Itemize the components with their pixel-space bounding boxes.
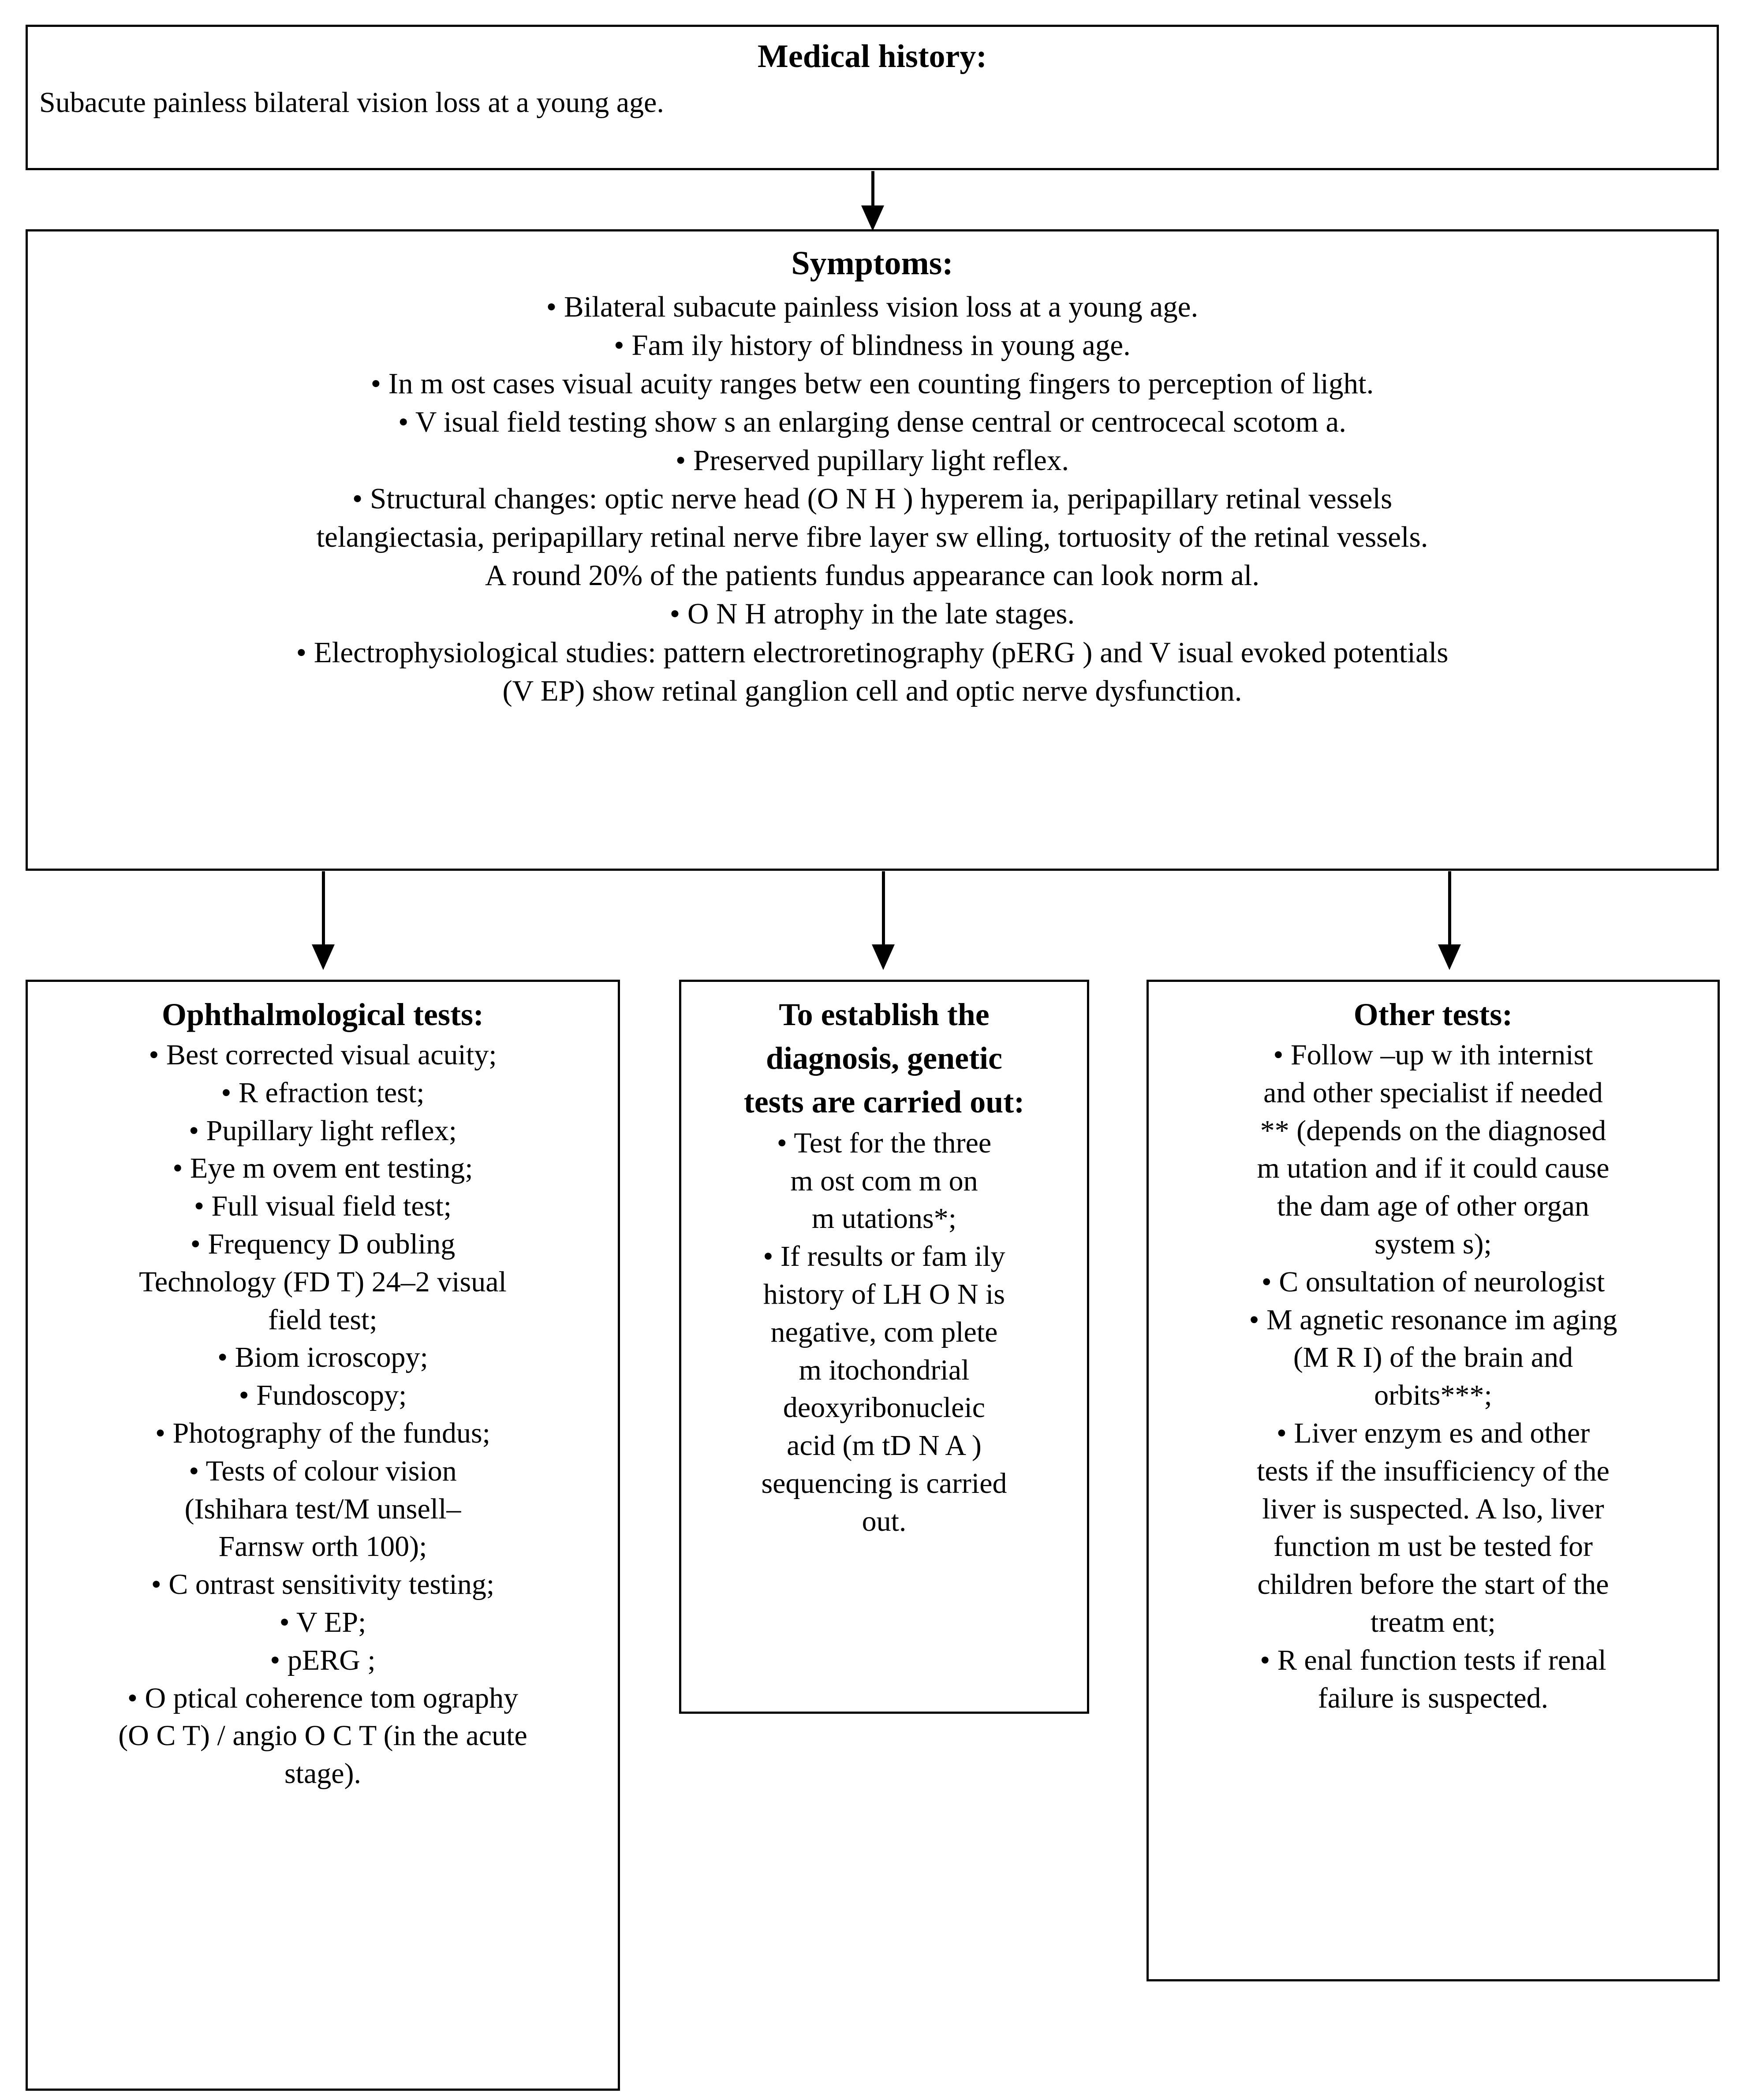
arrow-symptoms-to-genetic-shaft <box>882 871 885 947</box>
ophthalmological-tests-line-9: • Fundoscopy; <box>239 1379 407 1412</box>
other-tests-line-14: children before the start of the <box>1257 1568 1609 1601</box>
symptoms-line-7: A round 20% of the patients fundus appea… <box>485 559 1260 592</box>
ophthalmological-tests-line-13: Farnsw orth 100); <box>218 1530 427 1563</box>
symptoms-heading: Symptoms: <box>791 245 953 282</box>
ophthalmological-tests-line-18: (O C T) / angio O C T (in the acute <box>118 1720 527 1752</box>
arrow-history-to-symptoms-head <box>861 205 884 231</box>
other-tests-line-11: tests if the insufficiency of the <box>1257 1455 1610 1487</box>
genetic-tests-line-0: • Test for the three <box>777 1126 992 1159</box>
other-tests-line-1: and other specialist if needed <box>1263 1076 1603 1109</box>
ophthalmological-tests-line-6: Technology (FD T) 24–2 visual <box>139 1265 507 1298</box>
genetic-tests-line-10: out. <box>862 1505 907 1537</box>
arrow-symptoms-to-other-shaft <box>1448 871 1451 947</box>
medical-history-line-0: Subacute painless bilateral vision loss … <box>39 86 664 119</box>
ophthalmological-tests-line-16: • pERG ; <box>270 1644 376 1676</box>
arrow-symptoms-to-ophthalmological-head <box>312 944 335 970</box>
arrow-symptoms-to-other-head <box>1438 944 1461 970</box>
genetic-tests-line-4: history of LH O N is <box>763 1278 1005 1311</box>
symptoms-line-9: • Electrophysiological studies: pattern … <box>296 636 1449 669</box>
other-tests-line-0: • Follow –up w ith internist <box>1273 1038 1593 1071</box>
other-tests-line-2: ** (depends on the diagnosed <box>1260 1114 1606 1147</box>
ophthalmological-tests-line-17: • O ptical coherence tom ography <box>127 1682 519 1714</box>
symptoms-line-5: • Structural changes: optic nerve head (… <box>352 482 1393 515</box>
genetic-tests-box: To establish the diagnosis, genetic test… <box>679 980 1089 1714</box>
ophthalmological-tests-line-1: • R efraction test; <box>221 1076 425 1109</box>
symptoms-line-3: • V isual field testing show s an enlarg… <box>398 405 1347 438</box>
other-tests-line-9: orbits***; <box>1374 1379 1492 1412</box>
other-tests-line-15: treatm ent; <box>1370 1606 1496 1638</box>
genetic-tests-line-5: negative, com plete <box>770 1316 998 1348</box>
symptoms-line-0: • Bilateral subacute painless vision los… <box>546 290 1199 323</box>
other-tests-box: Other tests: • Follow –up w ith internis… <box>1146 980 1720 1981</box>
arrow-history-to-symptoms-shaft <box>871 171 874 208</box>
symptoms-line-2: • In m ost cases visual acuity ranges be… <box>370 367 1374 400</box>
other-tests-line-13: function m ust be tested for <box>1273 1530 1593 1563</box>
arrow-symptoms-to-ophthalmological-shaft <box>322 871 325 947</box>
genetic-tests-line-8: acid (m tD N A ) <box>787 1429 982 1462</box>
other-tests-line-4: the dam age of other organ <box>1277 1190 1590 1223</box>
genetic-tests-line-7: deoxyribonucleic <box>783 1391 986 1424</box>
genetic-tests-heading-line-1: diagnosis, genetic <box>766 1040 1003 1076</box>
genetic-tests-line-6: m itochondrial <box>799 1354 970 1386</box>
ophthalmological-tests-line-7: field test; <box>268 1303 377 1336</box>
symptoms-line-10: (V EP) show retinal ganglion cell and op… <box>502 674 1242 707</box>
ophthalmological-tests-line-4: • Full visual field test; <box>194 1190 452 1223</box>
ophthalmological-tests-line-14: • C ontrast sensitivity testing; <box>151 1568 495 1601</box>
ophthalmological-tests-line-0: • Best corrected visual acuity; <box>149 1038 497 1071</box>
symptoms-line-8: • O N H atrophy in the late stages. <box>669 597 1075 630</box>
other-tests-line-17: failure is suspected. <box>1318 1682 1549 1714</box>
ophthalmological-tests-line-12: (Ishihara test/M unsell– <box>184 1492 461 1525</box>
arrow-symptoms-to-genetic-head <box>872 944 895 970</box>
other-tests-line-8: (M R I) of the brain and <box>1293 1341 1573 1374</box>
symptoms-line-1: • Fam ily history of blindness in young … <box>614 328 1131 362</box>
other-tests-heading: Other tests: <box>1353 997 1513 1032</box>
other-tests-line-7: • M agnetic resonance im aging <box>1249 1303 1617 1336</box>
other-tests-line-3: m utation and if it could cause <box>1257 1152 1610 1185</box>
ophthalmological-tests-line-5: • Frequency D oubling <box>190 1227 456 1260</box>
genetic-tests-line-2: m utations*; <box>811 1202 957 1235</box>
medical-history-box: Medical history: Subacute painless bilat… <box>26 25 1719 170</box>
symptoms-line-6: telangiectasia, peripapillary retinal ne… <box>316 521 1428 554</box>
ophthalmological-tests-box: Ophthalmological tests: • Best corrected… <box>26 980 620 2091</box>
ophthalmological-tests-line-3: • Eye m ovem ent testing; <box>172 1152 473 1185</box>
ophthalmological-tests-line-15: • V EP; <box>279 1606 366 1638</box>
symptoms-box: Symptoms: • Bilateral subacute painless … <box>26 229 1719 871</box>
other-tests-line-6: • C onsultation of neurologist <box>1261 1265 1605 1298</box>
genetic-tests-line-9: sequencing is carried <box>761 1467 1007 1500</box>
ophthalmological-tests-line-8: • Biom icroscopy; <box>217 1341 428 1374</box>
ophthalmological-tests-line-11: • Tests of colour vision <box>189 1455 457 1487</box>
genetic-tests-line-3: • If results or fam ily <box>763 1240 1005 1273</box>
ophthalmological-tests-line-2: • Pupillary light reflex; <box>189 1114 457 1147</box>
other-tests-line-5: system s); <box>1374 1227 1492 1260</box>
genetic-tests-heading-line-0: To establish the <box>779 997 990 1032</box>
other-tests-line-16: • R enal function tests if renal <box>1260 1644 1606 1676</box>
genetic-tests-heading-line-2: tests are carried out: <box>743 1084 1025 1119</box>
ophthalmological-tests-line-10: • Photography of the fundus; <box>155 1417 491 1449</box>
symptoms-line-4: • Preserved pupillary light reflex. <box>675 444 1069 477</box>
genetic-tests-line-1: m ost com m on <box>790 1164 978 1197</box>
medical-history-heading: Medical history: <box>758 38 987 75</box>
other-tests-line-12: liver is suspected. A lso, liver <box>1262 1492 1604 1525</box>
ophthalmological-tests-heading: Ophthalmological tests: <box>162 997 484 1032</box>
ophthalmological-tests-line-19: stage). <box>284 1757 362 1790</box>
other-tests-line-10: • Liver enzym es and other <box>1276 1417 1590 1449</box>
